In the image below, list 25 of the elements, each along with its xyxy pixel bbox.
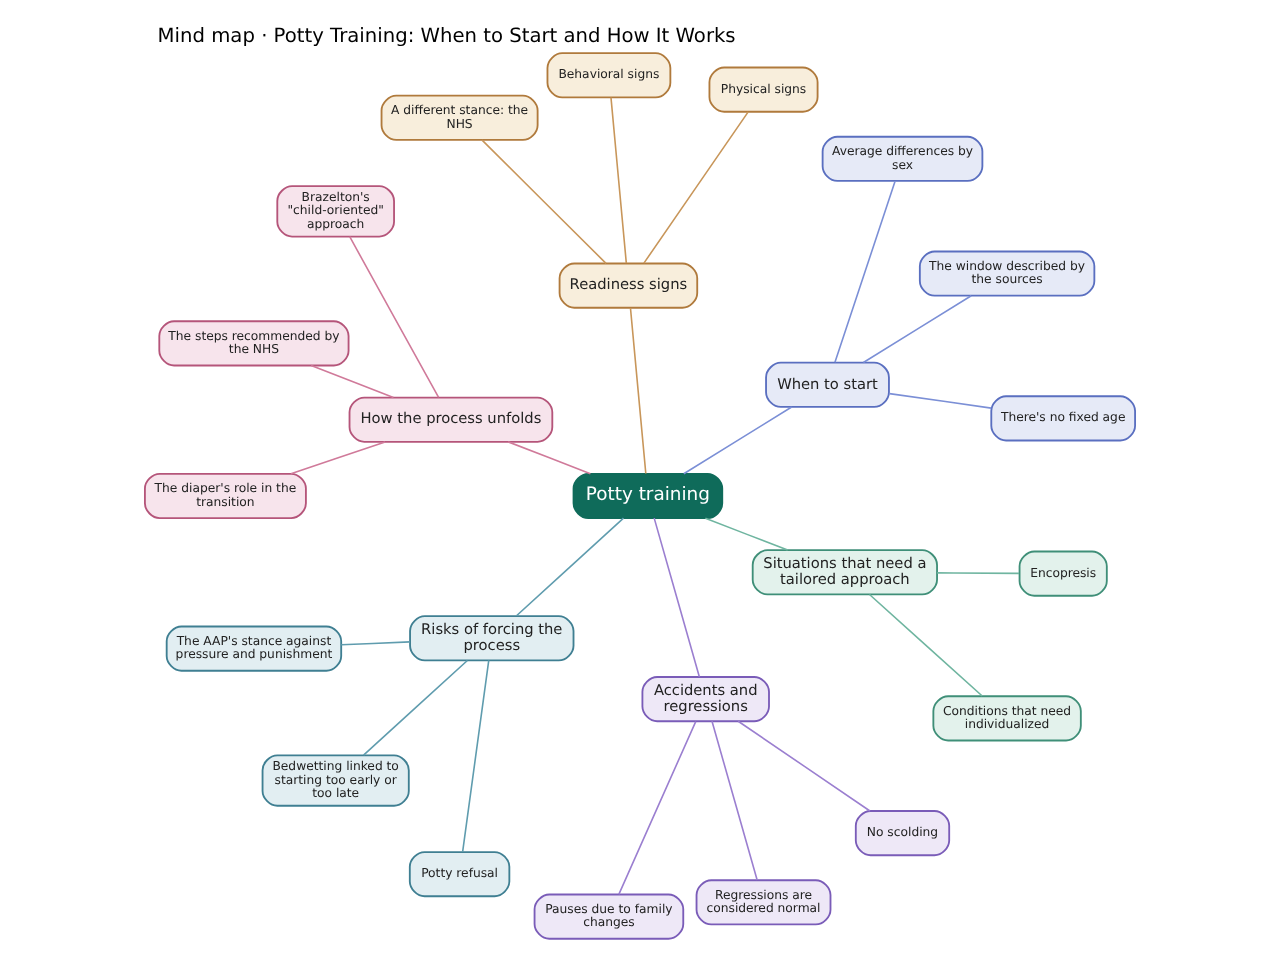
- connector: [888, 392, 993, 409]
- connector: [862, 294, 973, 364]
- node-box: Potty training: [572, 472, 724, 519]
- connector: [653, 517, 701, 678]
- connector: [340, 641, 411, 646]
- connector: [310, 364, 395, 399]
- connector: [290, 441, 386, 475]
- connector: [507, 441, 592, 475]
- diagram-title: Mind map · Potty Training: When to Start and How It Works: [157, 25, 736, 48]
- connector: [515, 517, 625, 617]
- connector: [704, 517, 789, 551]
- connector: [711, 720, 758, 881]
- connector: [461, 659, 490, 853]
- connector: [610, 96, 628, 264]
- connector: [629, 307, 647, 475]
- connector: [683, 406, 793, 475]
- connector: [936, 572, 1020, 575]
- connector: [737, 720, 871, 812]
- connector: [643, 111, 749, 264]
- connector: [834, 180, 896, 364]
- connector: [348, 235, 440, 399]
- connector: [868, 593, 983, 697]
- connector: [481, 139, 607, 265]
- connector: [618, 720, 697, 896]
- connector: [362, 659, 469, 756]
